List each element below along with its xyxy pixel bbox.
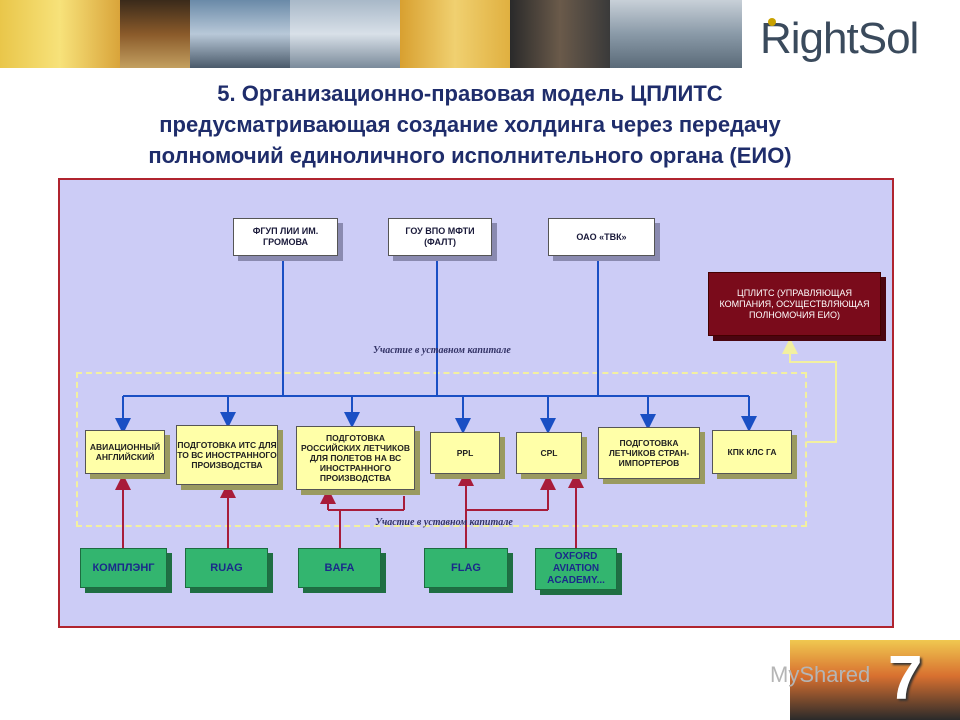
owner-label: ГОУ ВПО МФТИ (ФАЛТ) xyxy=(405,226,475,247)
investor-box: OXFORD AVIATION ACADEMY... xyxy=(535,548,617,590)
subsidiary-box: PPL xyxy=(430,432,500,474)
page-number: 7 xyxy=(888,644,923,713)
subsidiary-label: PPL xyxy=(456,448,474,458)
subsidiary-box: ПОДГОТОВКА ЛЕТЧИКОВ СТРАН-ИМПОРТЕРОВ xyxy=(598,427,700,479)
management-company-box: ЦПЛИТС (УПРАВЛЯЮЩАЯ КОМПАНИЯ, ОСУЩЕСТВЛЯ… xyxy=(708,272,881,336)
slide-title: 5. Организационно-правовая модель ЦПЛИТС… xyxy=(60,78,880,171)
rightsol-logo: RightSol xyxy=(760,14,940,64)
holding-dashed-frame xyxy=(76,372,807,527)
investor-box: BAFA xyxy=(298,548,381,588)
header-photo-banner xyxy=(0,0,742,68)
investor-label: FLAG xyxy=(451,562,481,574)
subsidiary-box: ПОДГОТОВКА ИТС ДЛЯ ТО ВС ИНОСТРАННОГО ПР… xyxy=(176,425,278,485)
corner-photo xyxy=(790,640,960,720)
owner-label: ОАО «ТВК» xyxy=(576,231,627,242)
watermark: MyShared xyxy=(770,662,871,687)
investor-label: RUAG xyxy=(210,562,243,574)
investor-label: BAFA xyxy=(324,562,355,574)
investor-box: FLAG xyxy=(424,548,508,588)
subsidiary-label: CPL xyxy=(540,448,558,458)
caption-bottom: Участие в уставном капитале xyxy=(375,517,513,528)
investor-label: КОМПЛЭНГ xyxy=(92,562,155,574)
subsidiary-label: ПОДГОТОВКА ЛЕТЧИКОВ СТРАН-ИМПОРТЕРОВ xyxy=(608,438,690,468)
owner-label: ФГУП ЛИИ ИМ. ГРОМОВА xyxy=(252,226,319,247)
title-line-2: предусматривающая создание холдинга чере… xyxy=(159,112,781,137)
subsidiary-label: ПОДГОТОВКА ИТС ДЛЯ ТО ВС ИНОСТРАННОГО ПР… xyxy=(177,440,277,470)
subsidiary-label: ПОДГОТОВКА РОССИЙСКИХ ЛЕТЧИКОВ ДЛЯ ПОЛЕТ… xyxy=(301,433,410,483)
management-label: ЦПЛИТС (УПРАВЛЯЮЩАЯ КОМПАНИЯ, ОСУЩЕСТВЛЯ… xyxy=(719,287,870,320)
caption-top: Участие в уставном капитале xyxy=(373,345,511,356)
subsidiary-box: АВИАЦИОННЫЙ АНГЛИЙСКИЙ xyxy=(85,430,165,474)
logo-text: RightSol xyxy=(760,14,919,63)
title-line-1: 5. Организационно-правовая модель ЦПЛИТС xyxy=(217,81,723,106)
logo-dot-icon xyxy=(768,18,776,26)
subsidiary-label: КПК КЛС ГА xyxy=(727,447,777,457)
investor-box: RUAG xyxy=(185,548,268,588)
owner-box-lii: ФГУП ЛИИ ИМ. ГРОМОВА xyxy=(233,218,338,256)
owner-box-mfti: ГОУ ВПО МФТИ (ФАЛТ) xyxy=(388,218,492,256)
subsidiary-box: CPL xyxy=(516,432,582,474)
investor-box: КОМПЛЭНГ xyxy=(80,548,167,588)
subsidiary-label: АВИАЦИОННЫЙ АНГЛИЙСКИЙ xyxy=(89,442,161,462)
title-line-3: полномочий единоличного исполнительного … xyxy=(148,143,792,168)
investor-label: OXFORD AVIATION ACADEMY... xyxy=(547,551,605,586)
subsidiary-box: КПК КЛС ГА xyxy=(712,430,792,474)
owner-box-tvk: ОАО «ТВК» xyxy=(548,218,655,256)
subsidiary-box: ПОДГОТОВКА РОССИЙСКИХ ЛЕТЧИКОВ ДЛЯ ПОЛЕТ… xyxy=(296,426,415,490)
